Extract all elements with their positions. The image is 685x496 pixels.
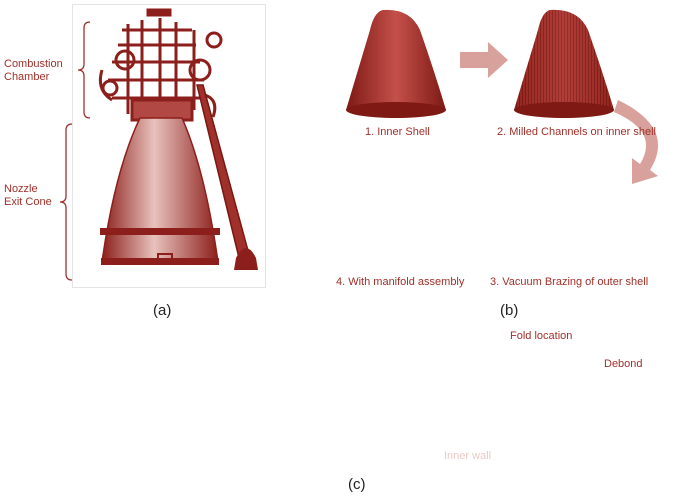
nozzle-exit-cone-label: Nozzle Exit Cone — [4, 183, 52, 208]
fold-location-label: Fold location — [510, 330, 573, 342]
inner-shell-cone — [346, 9, 446, 116]
nozzle-exit-cone — [101, 117, 219, 263]
nozzle-brace — [59, 123, 73, 281]
combustion-chamber-plumbing — [98, 8, 223, 122]
step-4-label: 4. With manifold assembly — [336, 276, 465, 288]
debond-label: Debond — [604, 358, 643, 370]
nozzle-lip — [101, 258, 219, 265]
step-2-label: 2. Milled Channels on inner shell — [497, 126, 656, 138]
combustion-brace — [77, 21, 91, 119]
panel-c-caption: (c) — [348, 476, 366, 493]
step-1-label: 1. Inner Shell — [365, 126, 430, 138]
panel-b-caption: (b) — [500, 302, 519, 319]
arrow-step1-to-2 — [460, 42, 508, 78]
panel-a-caption: (a) — [153, 302, 172, 319]
nozzle-band — [100, 228, 220, 235]
arrow-step2-to-3 — [614, 100, 659, 184]
inner-wall-label: Inner wall — [444, 450, 492, 462]
combustion-chamber-label: Combustion Chamber — [4, 58, 63, 83]
step-3-label: 3. Vacuum Brazing of outer shell — [490, 276, 649, 288]
